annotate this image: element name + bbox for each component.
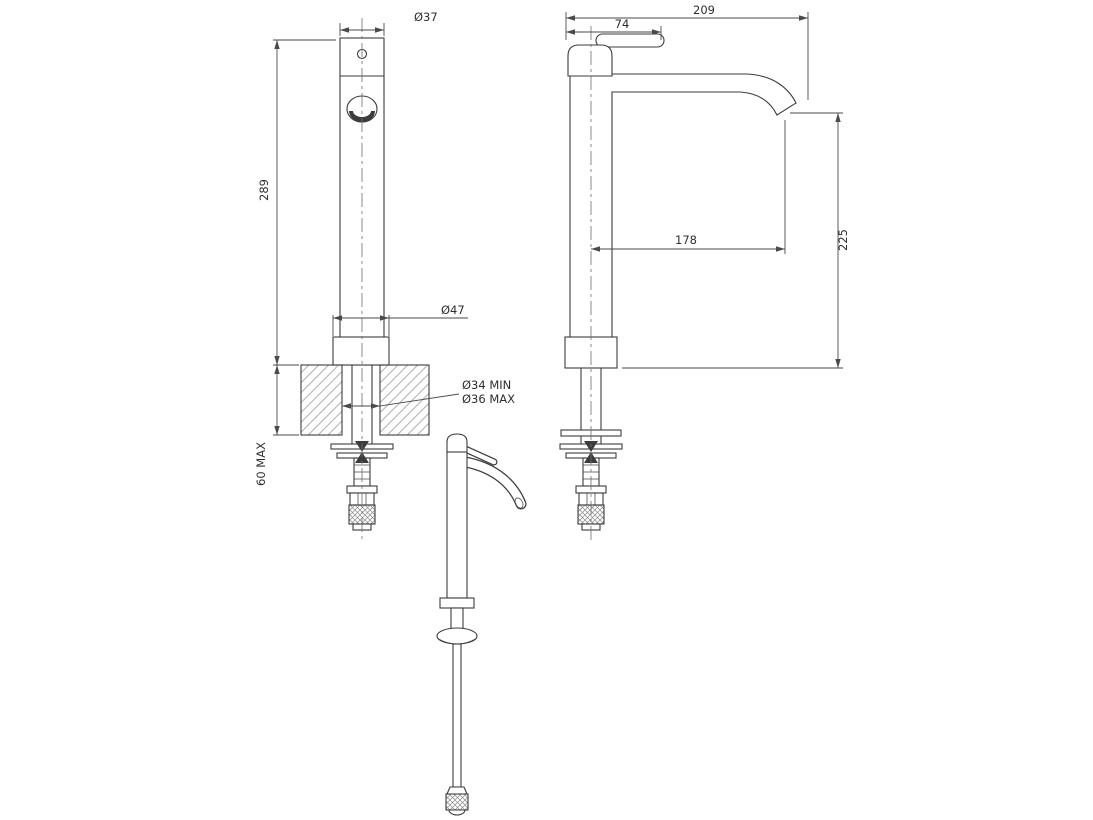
dim-hole-max-label: Ø36 MAX (462, 392, 515, 406)
dim-spout-height-label: 225 (836, 229, 850, 251)
dim-total-depth-label: 209 (693, 3, 715, 17)
side-spout-end-face (776, 102, 797, 116)
front-view: Ø37 289 60 MAX Ø47 Ø34 MIN Ø36 MAX (254, 10, 515, 540)
hole-leader-line (379, 393, 460, 407)
mini-cartridge-cap (446, 433, 468, 453)
side-spout-bottom-edge (611, 91, 778, 116)
supply-pipe (452, 643, 462, 788)
supply-pipe-view (436, 433, 527, 816)
dim-deck-thickness-label: 60 MAX (254, 442, 268, 486)
side-dimensions: 209 74 178 225 (565, 3, 850, 369)
dim-hole-min-label: Ø34 MIN (462, 378, 511, 392)
dim-base-diameter-label: Ø47 (441, 303, 465, 317)
dim-spout-reach-label: 178 (675, 233, 697, 247)
front-faucet-outline (332, 37, 390, 445)
side-view: 209 74 178 225 (559, 3, 850, 540)
side-spout-top-edge (611, 73, 797, 104)
dim-spout-diameter-label: Ø37 (414, 10, 438, 24)
mini-spout-outlet (514, 497, 524, 509)
front-base-flange (332, 336, 390, 366)
mini-body (446, 451, 468, 599)
side-lever-handle (595, 33, 665, 48)
dim-height-label: 289 (257, 179, 271, 201)
mini-base-flange (439, 597, 475, 609)
dim-handle-length-label: 74 (615, 17, 630, 31)
side-cartridge-cap (567, 44, 613, 77)
lock-ring (436, 627, 478, 645)
front-aerator-shadow (349, 111, 375, 122)
deck-hatch-left (300, 364, 343, 436)
pipe-connector-nut (445, 793, 469, 811)
front-dimensions: Ø37 289 60 MAX Ø47 Ø34 MIN Ø36 MAX (254, 10, 515, 486)
mini-neck (450, 607, 464, 631)
pipe-flare (446, 786, 468, 795)
pipe-connector-tip (448, 809, 466, 816)
